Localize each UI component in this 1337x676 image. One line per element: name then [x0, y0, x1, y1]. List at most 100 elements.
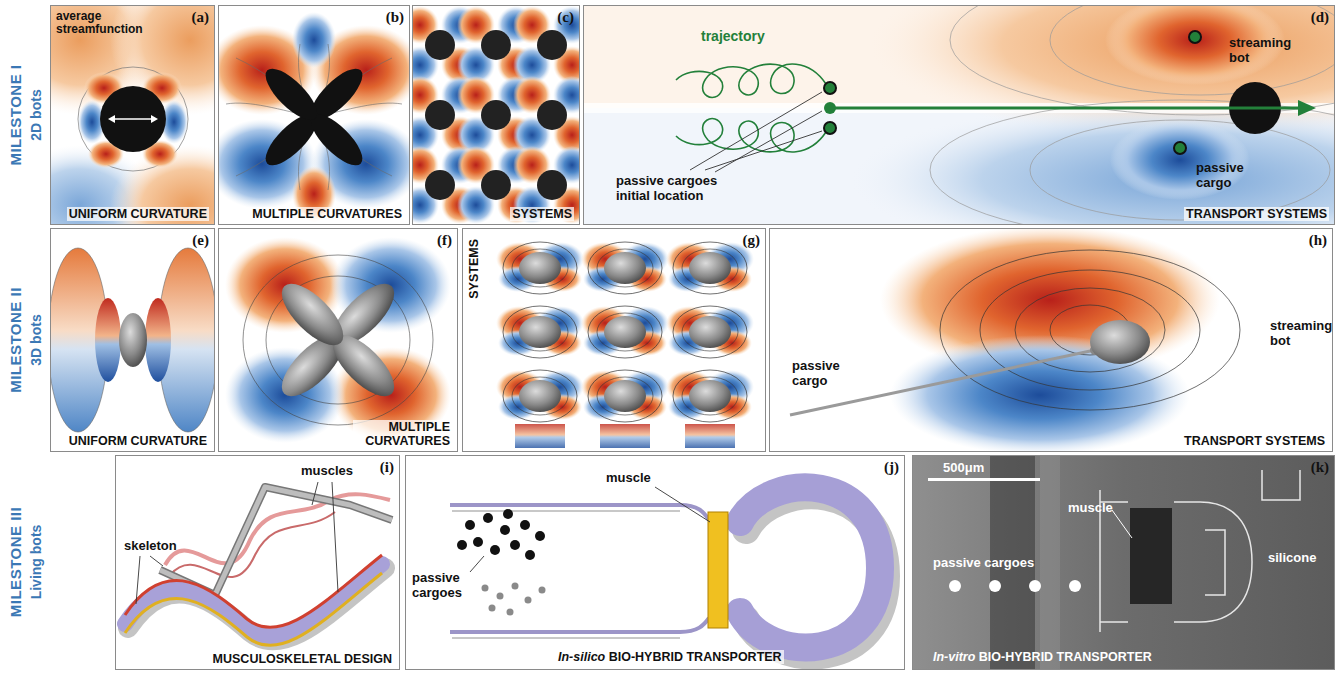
- panel-caption: SYSTEMS: [467, 237, 481, 301]
- svg-circle: [473, 537, 483, 547]
- svg-use: [513, 6, 580, 84]
- annotation: skeleton: [124, 539, 177, 554]
- svg-g: [583, 5, 1335, 225]
- svg-circle: [520, 520, 530, 530]
- svg-path: [450, 618, 709, 632]
- svg-rect: [912, 455, 1335, 670]
- panel-caption: TRANSPORT SYSTEMS: [1182, 434, 1327, 448]
- svg-use: [496, 306, 584, 358]
- figure-panel: (b) MULTIPLE CURVATURES: [218, 5, 410, 225]
- svg-circle: [510, 540, 520, 550]
- svg-rect: [1040, 455, 1060, 670]
- annotation: passive cargoes: [933, 556, 1034, 571]
- svg-circle: [507, 609, 514, 616]
- annotation: passive cargo: [792, 359, 850, 388]
- svg-line: [332, 482, 338, 592]
- figure-panel: (e)UNIFORM CURVATURE: [50, 228, 215, 452]
- svg-ellipse: [95, 298, 121, 382]
- svg-line: [470, 556, 484, 572]
- svg-line: [690, 92, 822, 170]
- svg-path: [452, 510, 680, 512]
- svg-path: [728, 525, 742, 612]
- svg-use: [666, 242, 754, 294]
- panel-caption: UNIFORM CURVATURE: [67, 207, 209, 221]
- milestone-label: MILESTONE I: [7, 64, 24, 165]
- milestone-label: 3D bots: [28, 314, 44, 365]
- svg-rect: [685, 424, 735, 448]
- panel-caption: MUSCULOSKELETAL DESIGN: [211, 652, 394, 666]
- svg-circle: [989, 580, 1001, 592]
- svg-line: [830, 107, 1300, 110]
- annotation: muscles: [301, 464, 353, 479]
- milestone-label: 2D bots: [28, 89, 44, 140]
- panel-caption: In-silico BIO-HYBRID TRANSPORTER: [556, 650, 784, 664]
- svg-circle: [949, 580, 961, 592]
- svg-g: [225, 237, 451, 443]
- svg-circle: [525, 550, 535, 560]
- svg-circle: [100, 86, 166, 152]
- panel-letter: (a): [192, 9, 210, 26]
- svg-ellipse: [1015, 288, 1165, 372]
- annotation: silicone: [1268, 551, 1316, 566]
- svg-use: [666, 370, 754, 422]
- svg-ellipse: [119, 313, 147, 367]
- svg-path: [1262, 470, 1300, 500]
- svg-circle: [503, 509, 513, 519]
- svg-g: [226, 44, 402, 190]
- svg-ellipse: [980, 270, 1200, 390]
- svg-use: [666, 306, 754, 358]
- svg-rect: [600, 424, 650, 448]
- svg-g: [50, 5, 215, 225]
- svg-circle: [1069, 580, 1081, 592]
- svg-g: [258, 61, 370, 173]
- panel-letter: (i): [380, 459, 394, 476]
- svg-g: [450, 487, 886, 655]
- svg-circle: [483, 513, 493, 523]
- figure-panel: SYSTEMS(g): [462, 228, 766, 452]
- svg-circle: [465, 520, 475, 530]
- panel-caption: In-vitro BIO-HYBRID TRANSPORTER: [931, 650, 1154, 664]
- annotation: streaming bot: [1229, 36, 1291, 65]
- annotation: streaming bot: [1270, 319, 1328, 348]
- panel-caption: SYSTEMS: [510, 207, 574, 221]
- panel-caption: MULTIPLE CURVATURES: [250, 207, 404, 221]
- milestone-label: Living bots: [28, 525, 44, 600]
- svg-ellipse: [1090, 320, 1150, 364]
- svg-ellipse: [940, 250, 1240, 410]
- svg-line: [1112, 510, 1132, 538]
- svg-g: [940, 250, 1240, 410]
- svg-circle: [1174, 142, 1186, 154]
- figure-panel: (h)streaming botpassive cargoTRANSPORT S…: [769, 228, 1333, 452]
- panel-letter: (f): [437, 232, 452, 249]
- svg-use: [581, 370, 669, 422]
- svg-line: [655, 487, 710, 522]
- panel-caption: MULTIPLE CURVATURES: [353, 420, 452, 448]
- svg-g: [912, 455, 1335, 670]
- annotation: muscle: [606, 471, 651, 486]
- svg-line: [715, 111, 822, 172]
- svg-circle: [824, 102, 836, 114]
- svg-g: [690, 92, 822, 172]
- annotation: muscle: [1068, 501, 1113, 516]
- panel-letter: (c): [557, 9, 574, 26]
- svg-use: [581, 242, 669, 294]
- svg-g: [125, 482, 392, 645]
- svg-rect: [583, 103, 1335, 113]
- svg-path: [1205, 530, 1225, 595]
- panel-letter: (b): [386, 9, 404, 26]
- svg-g: [790, 228, 1240, 452]
- svg-ellipse: [1030, 120, 1330, 220]
- svg-g: [949, 580, 1081, 592]
- scale-label: 500μm: [943, 461, 984, 476]
- svg-g: [412, 6, 580, 224]
- annotation: average streamfunction: [56, 10, 161, 37]
- svg-circle: [512, 583, 519, 590]
- svg-line: [705, 131, 822, 170]
- svg-use: [496, 242, 584, 294]
- svg-path: [125, 555, 382, 627]
- svg-rect: [1130, 508, 1172, 604]
- figure-panel: (a) average streamfunctionUNIFORM CURVATU…: [50, 5, 215, 225]
- figure-panel: (i) skeleton musclesMUSCULOSKELETAL DESIGN: [115, 455, 400, 670]
- italic-word: In-silico: [558, 650, 605, 664]
